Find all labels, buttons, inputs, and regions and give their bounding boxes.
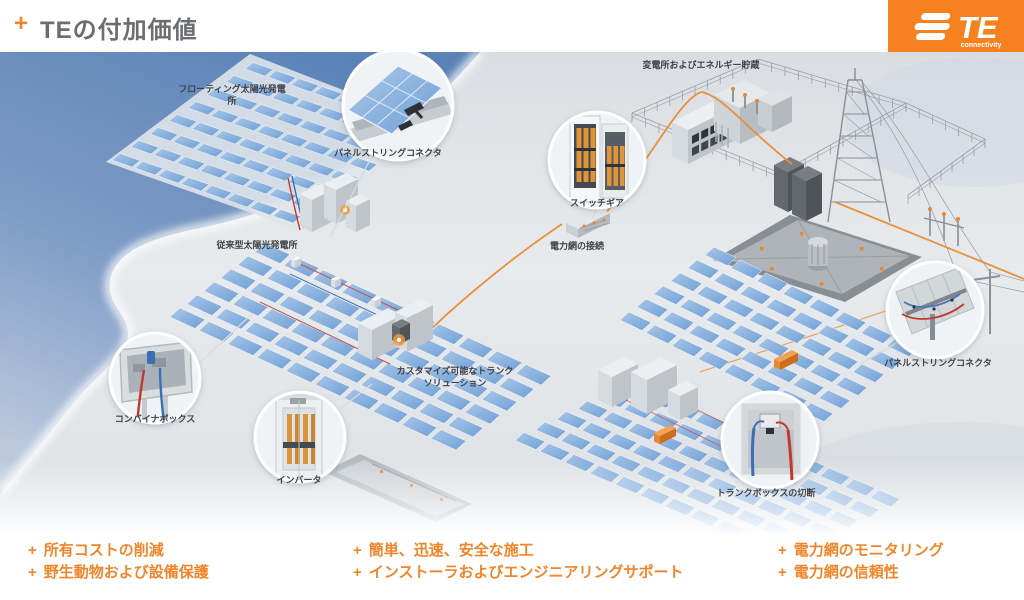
benefit-item: +野生動物および設備保護 — [28, 564, 209, 581]
label-panel-string-connector-right: パネルストリングコネクタ — [884, 358, 992, 368]
label-trunk-box-disconnect: トランクボックスの切断 — [716, 488, 816, 498]
right-solar-array-upper — [619, 246, 919, 422]
string-combiner-boxes — [291, 256, 381, 308]
plus-icon: + — [28, 564, 37, 581]
benefits-bar: +所有コストの削減 +野生動物および設備保護 +簡単、迅速、安全な施工 +インス… — [0, 535, 1024, 600]
label-substation-storage: 変電所およびエネルギー貯蔵 — [642, 60, 760, 70]
label-inverter: インバータ — [276, 475, 322, 485]
benefit-item: +電力網の信頼性 — [778, 564, 899, 581]
te-logo-tagline: connectivity — [961, 42, 1002, 49]
callout-panel-string-connector-left — [329, 52, 455, 238]
callout-combiner-box — [108, 313, 253, 425]
generated-scene — [0, 52, 1024, 535]
scene-canvas — [0, 52, 1024, 535]
label-trunk-solution: カスタマイズ可能なトランクソリューション — [396, 366, 514, 388]
callout-panel-string-connector-right — [859, 260, 985, 365]
label-conventional-plant: 従来型太陽光発電所 — [216, 240, 298, 250]
label-switchgear: スイッチギア — [569, 198, 624, 208]
plus-icon: + — [778, 564, 787, 581]
plus-icon: + — [778, 542, 787, 559]
right-inverter-station — [598, 350, 798, 444]
te-logo-graphic: TE connectivity — [914, 10, 1002, 49]
label-panel-string-connector-left: パネルストリングコネクタ — [334, 148, 442, 158]
benefits-column-2: +簡単、迅速、安全な施工 +インストーラおよびエンジニアリングサポート — [353, 540, 683, 584]
te-logo-bars-icon — [914, 13, 951, 40]
substation-and-storage — [631, 58, 1024, 342]
solar-farm-illustration: フローティング太陽光発電所 パネルストリングコネクタ 変電所およびエネルギー貯蔵… — [0, 52, 1024, 535]
page-title: TEの付加価値 — [40, 17, 198, 44]
benefit-item: +電力網のモニタリング — [778, 542, 944, 559]
callout-trunk-box-disconnect — [701, 390, 820, 490]
header: + TEの付加価値 TE connectivity — [0, 0, 1024, 52]
benefit-item: +所有コストの削減 — [28, 542, 164, 559]
benefit-item: +インストーラおよびエンジニアリングサポート — [353, 564, 684, 581]
title-plus-icon: + — [14, 10, 29, 37]
bottom-fade — [0, 460, 1024, 535]
inverter-station — [300, 173, 370, 232]
label-floating-plant: フローティング太陽光発電所 — [178, 84, 286, 106]
callout-switchgear — [547, 110, 647, 219]
benefit-item: +簡単、迅速、安全な施工 — [353, 542, 534, 559]
te-logo: TE connectivity — [888, 0, 1024, 52]
benefits-column-1: +所有コストの削減 +野生動物および設備保護 — [28, 540, 209, 584]
benefits-column-3: +電力網のモニタリング +電力網の信頼性 — [778, 540, 944, 584]
plus-icon: + — [353, 564, 362, 581]
conventional-solar-array — [169, 242, 552, 451]
grid-connector-device — [566, 207, 611, 238]
plus-icon: + — [28, 542, 37, 559]
trunk-solution-station — [358, 299, 433, 360]
plus-icon: + — [353, 542, 362, 559]
te-logo-text: TE — [958, 10, 999, 45]
label-grid-connection: 電力網の接続 — [549, 241, 604, 251]
callout-inverter — [253, 383, 373, 484]
label-combiner-box: コンバイナボックス — [114, 414, 196, 424]
